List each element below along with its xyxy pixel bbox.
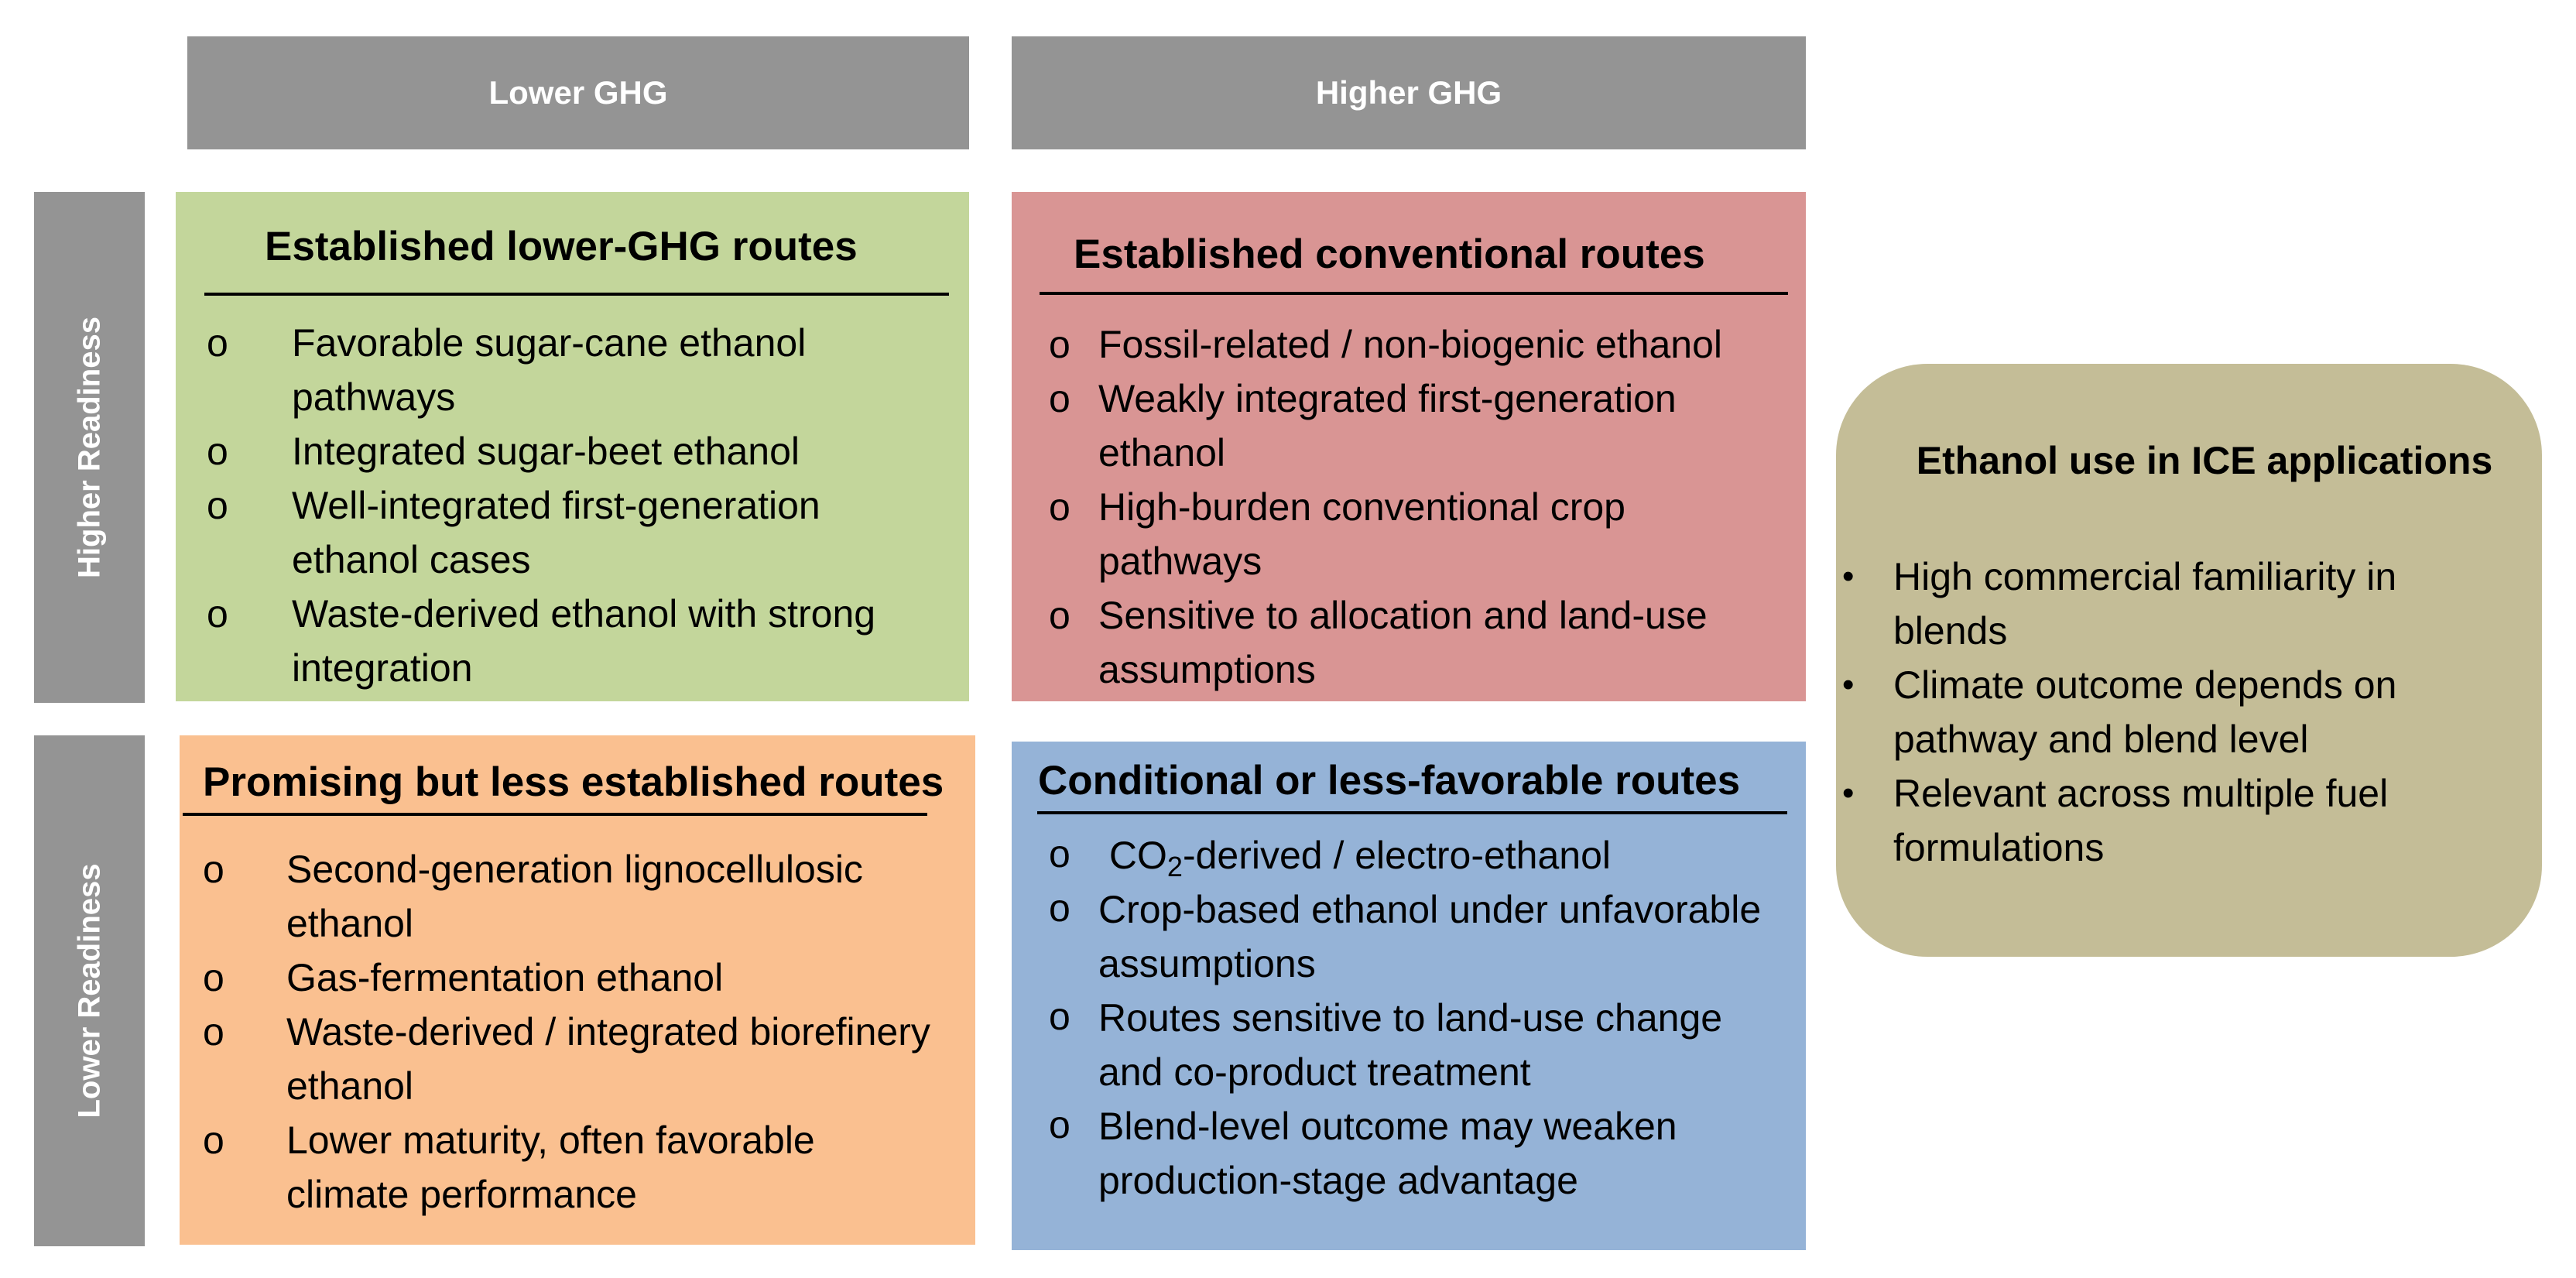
hollow-circle-bullet-icon: o: [207, 321, 228, 365]
list-item: o Sensitive to allocation and land-use a…: [1049, 588, 1792, 697]
list-item: • Climate outcome depends on pathway and…: [1836, 658, 2517, 766]
column-header-higher-ghg: Higher GHG: [1012, 36, 1806, 149]
list-item-text: High commercial familiarity in blends: [1893, 555, 2397, 653]
list-item: o Crop-based ethanol under unfavorable a…: [1049, 882, 1792, 991]
list-item-text: Weakly integrated first-generation ethan…: [1098, 377, 1677, 475]
list-item: o Waste-derived ethanol with strong inte…: [207, 587, 950, 695]
hollow-circle-bullet-icon: o: [1049, 485, 1070, 529]
list-item: o High-burden conventional crop pathways: [1049, 480, 1792, 588]
summary-title: Ethanol use in ICE applications: [1916, 439, 2493, 482]
quadrant-established-lower-ghg: Established lower-GHG routes o Favorable…: [176, 192, 969, 701]
list-item: o Favorable sugar-cane ethanol pathways: [207, 316, 950, 424]
quadrant-item-list: o Second-generation lignocellulosic etha…: [203, 842, 946, 1221]
list-item-text: Gas-fermentation ethanol: [286, 956, 724, 999]
quadrant-conditional-less-favorable: Conditional or less-favorable routes o C…: [1012, 742, 1806, 1250]
list-item-text: Lower maturity, often favorable climate …: [286, 1119, 815, 1216]
list-item-text: Climate outcome depends on pathway and b…: [1893, 663, 2397, 761]
list-item-text: Crop-based ethanol under unfavorable ass…: [1098, 888, 1762, 985]
list-item-text: Waste-derived ethanol with strong integr…: [292, 592, 876, 690]
quadrant-item-list: o CO2-derived / electro-ethanol o Crop-b…: [1049, 828, 1792, 1208]
list-item-text: Integrated sugar-beet ethanol: [292, 430, 800, 473]
quadrant-title-rule: [204, 293, 949, 296]
co2-subscript: 2: [1166, 851, 1183, 882]
quadrant-item-list: o Fossil-related / non-biogenic ethanol …: [1049, 317, 1792, 697]
quadrant-title-rule: [1037, 811, 1787, 814]
hollow-circle-bullet-icon: o: [203, 848, 224, 891]
hollow-circle-bullet-icon: o: [1049, 886, 1070, 930]
list-item: o Integrated sugar-beet ethanol: [207, 424, 950, 478]
list-item: o Lower maturity, often favorable climat…: [203, 1113, 946, 1221]
quadrant-title: Promising but less established routes: [203, 759, 944, 805]
list-item: • Relevant across multiple fuel formulat…: [1836, 766, 2517, 875]
list-item-text: Routes sensitive to land-use change and …: [1098, 996, 1723, 1094]
list-item: • High commercial familiarity in blends: [1836, 550, 2517, 658]
list-item-text: Fossil-related / non-biogenic ethanol: [1098, 323, 1723, 366]
quadrant-established-conventional: Established conventional routes o Fossil…: [1012, 192, 1806, 701]
hollow-circle-bullet-icon: o: [207, 430, 228, 473]
hollow-circle-bullet-icon: o: [203, 1119, 224, 1162]
hollow-circle-bullet-icon: o: [1049, 377, 1070, 420]
list-item-text: Well-integrated first-generation ethanol…: [292, 484, 820, 581]
hollow-circle-bullet-icon: o: [1049, 1103, 1070, 1146]
list-item-text: CO2-derived / electro-ethanol: [1098, 834, 1612, 881]
bullet-icon: •: [1842, 774, 1855, 812]
list-item: o Weakly integrated first-generation eth…: [1049, 372, 1792, 480]
list-item-text: Second-generation lignocellulosic ethano…: [286, 848, 863, 945]
list-item: o Second-generation lignocellulosic etha…: [203, 842, 946, 951]
bullet-icon: •: [1842, 557, 1855, 595]
hollow-circle-bullet-icon: o: [207, 484, 228, 527]
hollow-circle-bullet-icon: o: [1049, 832, 1070, 875]
list-item-text: Waste-derived / integrated biorefinery e…: [286, 1010, 930, 1108]
list-item: o Well-integrated first-generation ethan…: [207, 478, 950, 587]
row-header-lower-readiness: Lower Readiness: [34, 735, 145, 1246]
hollow-circle-bullet-icon: o: [1049, 594, 1070, 637]
row-header-higher-readiness: Higher Readiness: [34, 192, 145, 703]
quadrant-promising-less-established: Promising but less established routes o …: [180, 735, 975, 1245]
list-item: o Fossil-related / non-biogenic ethanol: [1049, 317, 1792, 372]
hollow-circle-bullet-icon: o: [1049, 995, 1070, 1038]
list-item-text: High-burden conventional crop pathways: [1098, 485, 1625, 583]
co2-suffix: -derived / electro-ethanol: [1182, 834, 1612, 877]
list-item: o Waste-derived / integrated biorefinery…: [203, 1005, 946, 1113]
list-item: o Blend-level outcome may weaken product…: [1049, 1099, 1792, 1208]
hollow-circle-bullet-icon: o: [203, 956, 224, 999]
row-header-lower-readiness-label: Lower Readiness: [72, 863, 106, 1119]
row-header-higher-readiness-label: Higher Readiness: [72, 317, 106, 578]
list-item: o CO2-derived / electro-ethanol: [1049, 828, 1792, 882]
list-item: o Gas-fermentation ethanol: [203, 951, 946, 1005]
quadrant-item-list: o Favorable sugar-cane ethanol pathways …: [207, 316, 950, 695]
quadrant-title: Established lower-GHG routes: [265, 224, 858, 269]
column-header-lower-ghg: Lower GHG: [187, 36, 969, 149]
summary-box-ethanol-ice: Ethanol use in ICE applications • High c…: [1836, 364, 2542, 957]
list-item-text: Relevant across multiple fuel formulatio…: [1893, 772, 2389, 869]
quadrant-title: Established conventional routes: [1074, 231, 1705, 277]
list-item-text: Favorable sugar-cane ethanol pathways: [292, 321, 807, 419]
bullet-icon: •: [1842, 666, 1855, 704]
list-item: o Routes sensitive to land-use change an…: [1049, 991, 1792, 1099]
quadrant-title-rule: [1040, 292, 1788, 295]
summary-item-list: • High commercial familiarity in blends …: [1836, 550, 2517, 875]
list-item-text: Sensitive to allocation and land-use ass…: [1098, 594, 1708, 691]
hollow-circle-bullet-icon: o: [1049, 323, 1070, 366]
hollow-circle-bullet-icon: o: [203, 1010, 224, 1054]
quadrant-title: Conditional or less-favorable routes: [1038, 758, 1741, 803]
co2-prefix: CO: [1108, 834, 1167, 877]
list-item-text: Blend-level outcome may weaken productio…: [1098, 1105, 1677, 1202]
hollow-circle-bullet-icon: o: [207, 592, 228, 636]
quadrant-title-rule: [183, 813, 927, 816]
